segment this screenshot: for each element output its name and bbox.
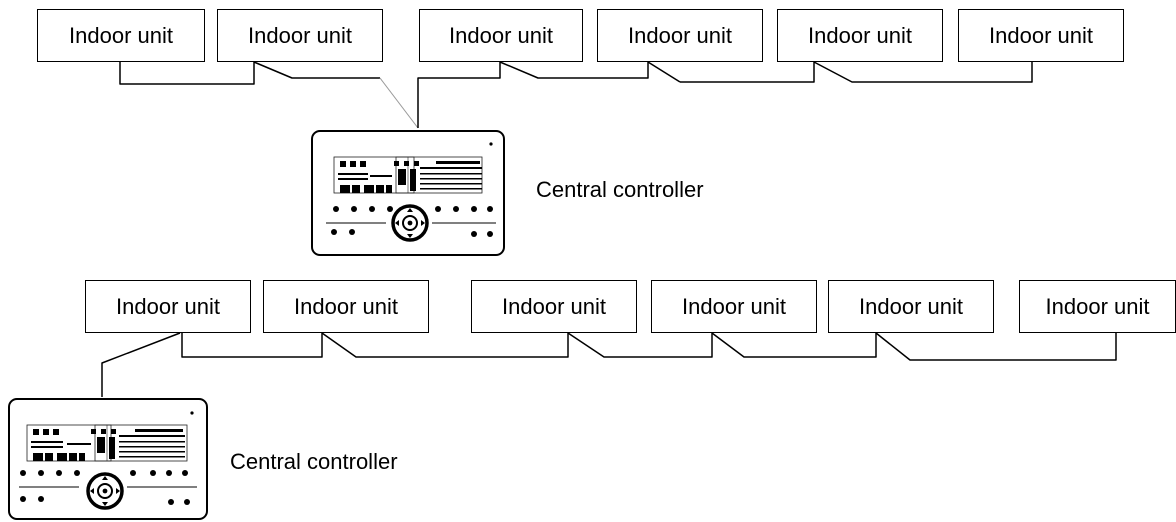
- navigation-dial-icon: [391, 204, 429, 242]
- wire-top-1: [119, 62, 255, 85]
- indoor-unit-box: Indoor unit: [597, 9, 763, 62]
- central-controller-device-icon: [8, 398, 208, 520]
- central-controller-device-icon: [311, 130, 505, 256]
- wire-top-8: [813, 61, 1033, 83]
- wire-top-3: [379, 77, 419, 129]
- wire-top-6: [647, 61, 681, 83]
- indoor-unit-box: Indoor unit: [37, 9, 205, 62]
- wire-bot-1: [101, 332, 181, 397]
- wire-top-5: [499, 61, 649, 79]
- wire-bot-2: [181, 333, 323, 358]
- navigation-dial-icon: [86, 472, 124, 510]
- indoor-unit-box: Indoor unit: [828, 280, 994, 333]
- indoor-unit-box: Indoor unit: [1019, 280, 1176, 333]
- indoor-unit-box: Indoor unit: [419, 9, 583, 62]
- wire-top-2: [253, 61, 380, 79]
- controller-label: Central controller: [230, 449, 398, 474]
- indoor-unit-box: Indoor unit: [651, 280, 817, 333]
- indoor-unit-box: Indoor unit: [777, 9, 943, 62]
- indoor-unit-box: Indoor unit: [958, 9, 1124, 62]
- indoor-unit-box: Indoor unit: [263, 280, 429, 333]
- wire-bot-4: [567, 332, 713, 358]
- wire-top-4: [417, 62, 501, 128]
- indoor-unit-box: Indoor unit: [471, 280, 637, 333]
- wire-top-7: [680, 62, 815, 83]
- wire-bot-3: [321, 332, 569, 358]
- controller-label: Central controller: [536, 177, 704, 202]
- indoor-unit-box: Indoor unit: [217, 9, 383, 62]
- wire-bot-6: [875, 332, 1117, 361]
- wire-bot-5: [711, 332, 877, 358]
- indoor-unit-box: Indoor unit: [85, 280, 251, 333]
